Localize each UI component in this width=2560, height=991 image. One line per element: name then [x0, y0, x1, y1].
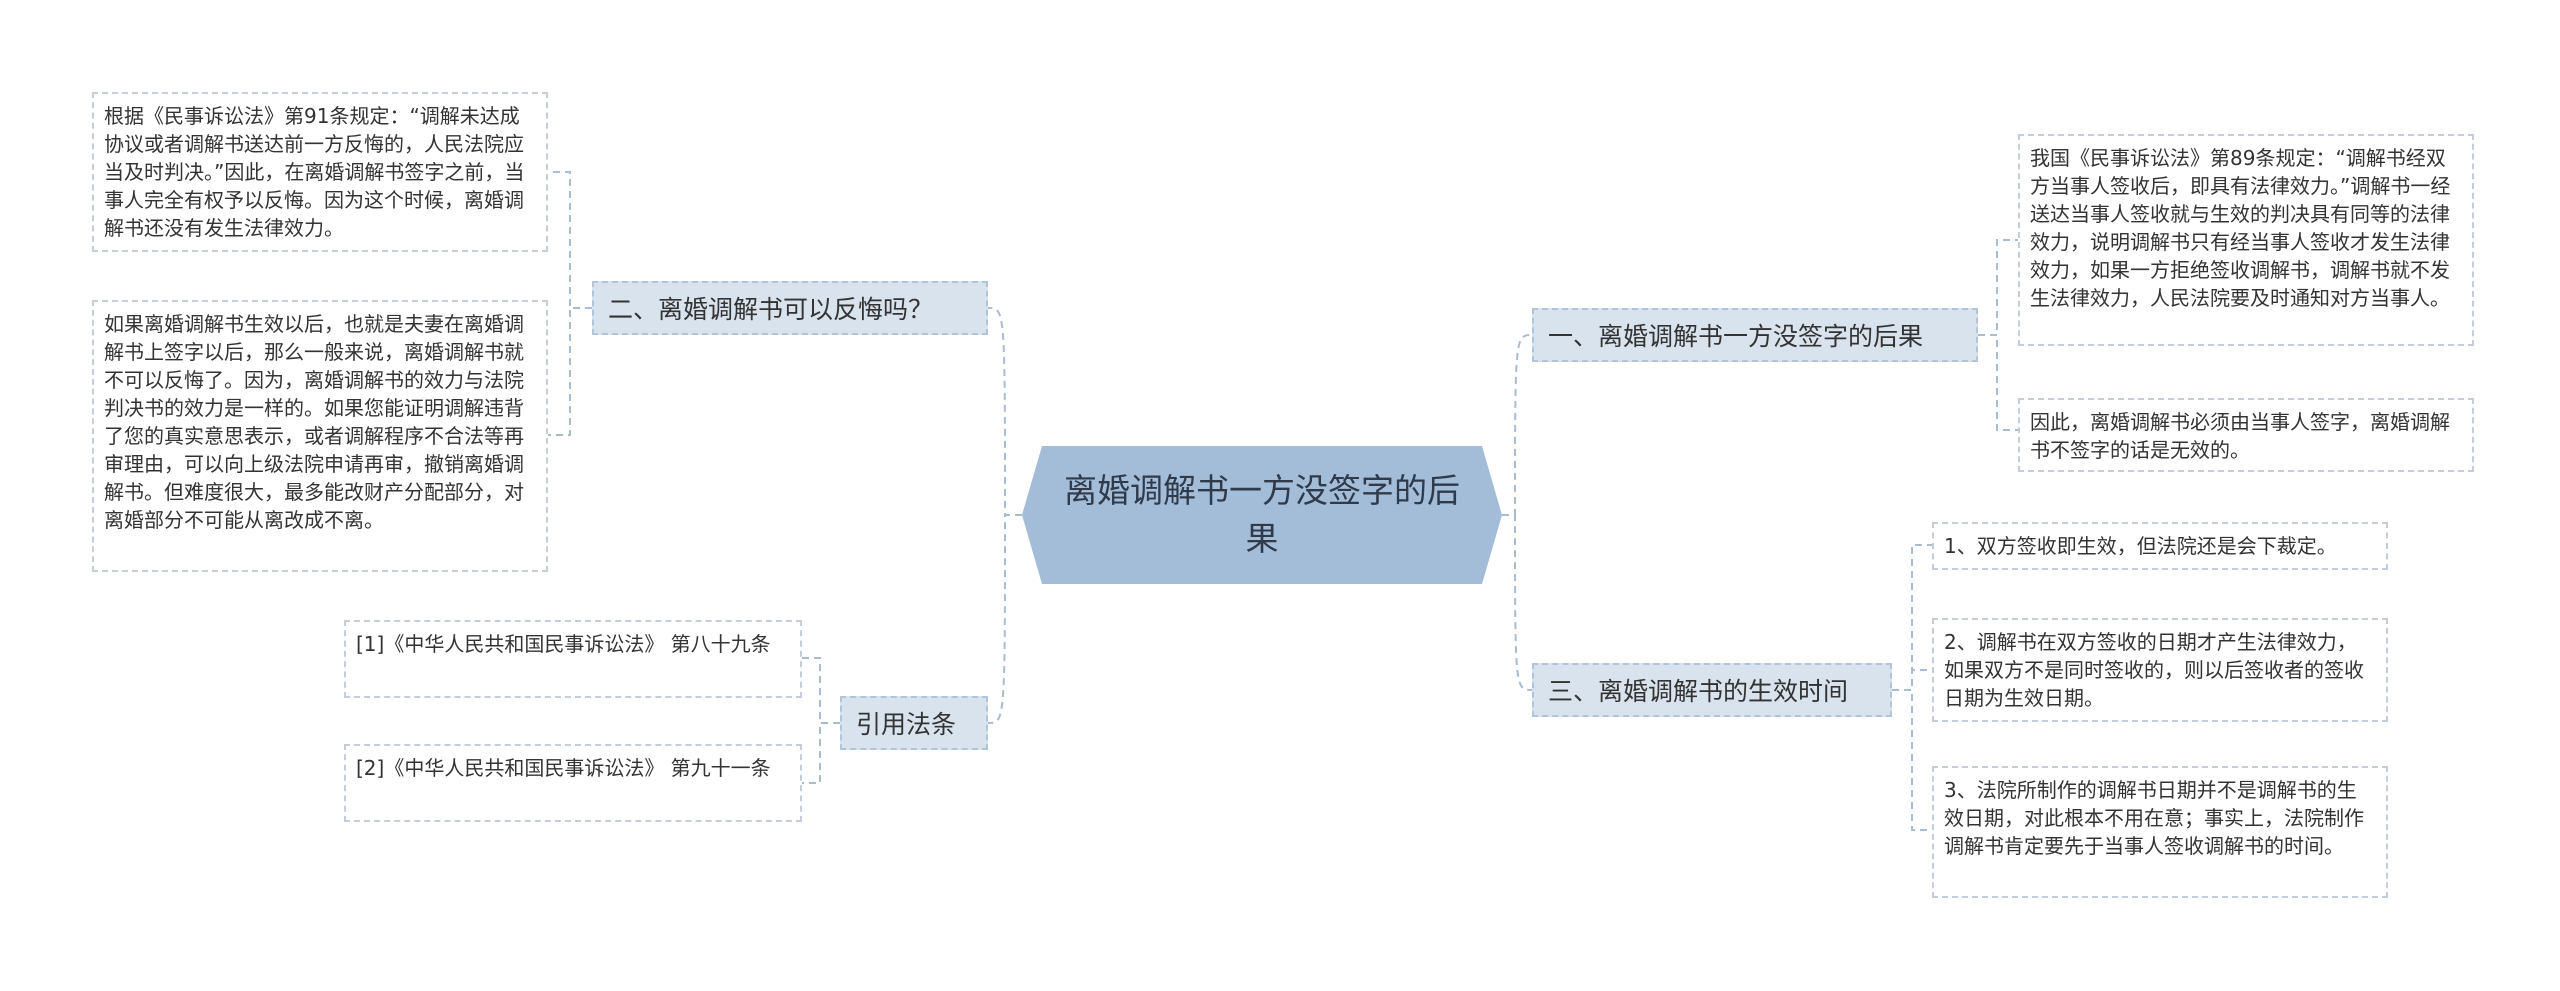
connector-b2-leaf2 — [548, 307, 592, 436]
leaf-text: 3、法院所制作的调解书日期并不是调解书的生效日期，对此根本不用在意；事实上，法院… — [1944, 778, 2364, 858]
leaf-text: 我国《民事诉讼法》第89条规定：“调解书经双方当事人签收后，即具有法律效力。”调… — [2030, 146, 2451, 310]
connector-b4-leaf1 — [802, 657, 840, 724]
connector-b3-leaf3 — [1892, 689, 1932, 831]
leaf-text: 2、调解书在双方签收的日期才产生法律效力，如果双方不是同时签收的，则以后签收者的… — [1944, 630, 2364, 710]
leaf-text: 因此，离婚调解书必须由当事人签字，离婚调解书不签字的话是无效的。 — [2030, 410, 2450, 462]
root-topic[interactable]: 离婚调解书一方没签字的后果 — [1022, 446, 1502, 584]
leaf-court-date-note[interactable]: 3、法院所制作的调解书日期并不是调解书的生效日期，对此根本不用在意；事实上，法院… — [1932, 766, 2388, 898]
connector-b1-leaf2 — [1978, 334, 2018, 431]
leaf-text: 1、双方签收即生效，但法院还是会下裁定。 — [1944, 534, 2337, 558]
leaf-article-91-explanation[interactable]: 根据《民事诉讼法》第91条规定：“调解未达成协议或者调解书送达前一方反悔的，人民… — [92, 92, 548, 252]
connector-b1-leaf1 — [1978, 239, 2018, 336]
branch-effective-time[interactable]: 三、离婚调解书的生效时间 — [1532, 663, 1892, 717]
connector-b3-leaf2 — [1892, 669, 1932, 691]
leaf-text: 根据《民事诉讼法》第91条规定：“调解未达成协议或者调解书送达前一方反悔的，人民… — [104, 104, 525, 240]
connector-root-b3 — [1502, 514, 1533, 691]
connector-root-b4 — [987, 514, 1022, 724]
leaf-effective-date-rule[interactable]: 2、调解书在双方签收的日期才产生法律效力，如果双方不是同时签收的，则以后签收者的… — [1932, 618, 2388, 722]
root-topic-label: 离婚调解书一方没签字的后果 — [1064, 471, 1460, 558]
branch-label: 二、离婚调解书可以反悔吗？ — [608, 295, 934, 324]
branch-label: 三、离婚调解书的生效时间 — [1548, 677, 1849, 706]
leaf-text: 如果离婚调解书生效以后，也就是夫妻在离婚调解书上签字以后，那么一般来说，离婚调解… — [104, 312, 524, 532]
branch-cited-laws[interactable]: 引用法条 — [840, 696, 988, 750]
branch-label: 引用法条 — [856, 710, 957, 739]
connector-b4-leaf2 — [802, 722, 840, 784]
leaf-text: [2]《中华人民共和国民事诉讼法》 第九十一条 — [356, 756, 771, 780]
leaf-article-89-explanation[interactable]: 我国《民事诉讼法》第89条规定：“调解书经双方当事人签收后，即具有法律效力。”调… — [2018, 134, 2474, 346]
leaf-after-effective-explanation[interactable]: 如果离婚调解书生效以后，也就是夫妻在离婚调解书上签字以后，那么一般来说，离婚调解… — [92, 300, 548, 572]
leaf-cited-law-91[interactable]: [2]《中华人民共和国民事诉讼法》 第九十一条 — [344, 744, 802, 822]
connector-b2-leaf1 — [548, 171, 592, 309]
branch-can-retract[interactable]: 二、离婚调解书可以反悔吗？ — [592, 281, 988, 335]
connector-b3-leaf1 — [1892, 544, 1932, 691]
connector-root-b1 — [1502, 334, 1533, 516]
leaf-text: [1]《中华人民共和国民事诉讼法》 第八十九条 — [356, 632, 771, 656]
leaf-signature-required[interactable]: 因此，离婚调解书必须由当事人签字，离婚调解书不签字的话是无效的。 — [2018, 398, 2474, 472]
branch-consequence-no-signature[interactable]: 一、离婚调解书一方没签字的后果 — [1532, 308, 1978, 362]
branch-label: 一、离婚调解书一方没签字的后果 — [1548, 322, 1924, 351]
leaf-effective-on-signing[interactable]: 1、双方签收即生效，但法院还是会下裁定。 — [1932, 522, 2388, 570]
connector-root-b2 — [987, 307, 1022, 516]
leaf-cited-law-89[interactable]: [1]《中华人民共和国民事诉讼法》 第八十九条 — [344, 620, 802, 698]
